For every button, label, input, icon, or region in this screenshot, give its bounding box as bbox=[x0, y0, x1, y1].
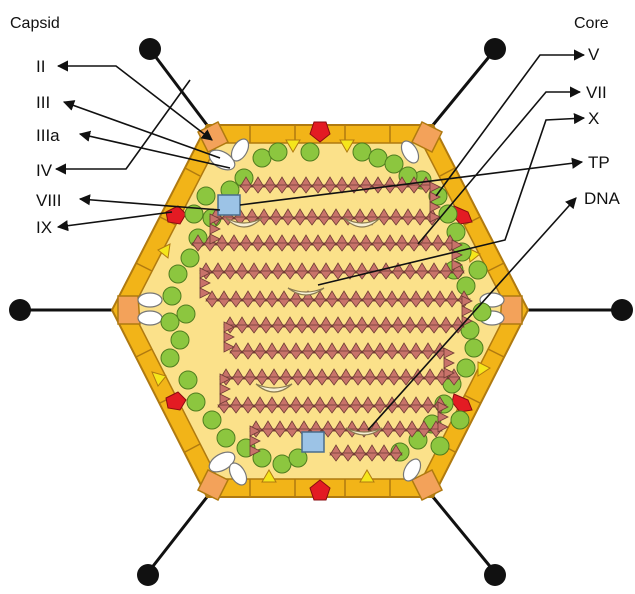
hexon-circle bbox=[181, 249, 199, 267]
hexon-circle bbox=[457, 359, 475, 377]
label-VIII: VIII bbox=[36, 191, 62, 210]
label-DNA: DNA bbox=[584, 189, 621, 208]
label-V: V bbox=[588, 45, 600, 64]
fiber-bottom-right bbox=[433, 497, 493, 570]
hexon-circle bbox=[217, 429, 235, 447]
hexon-circle bbox=[161, 349, 179, 367]
label-IV: IV bbox=[36, 161, 53, 180]
hexon-circle bbox=[161, 313, 179, 331]
hexon-circle bbox=[469, 261, 487, 279]
terminal-protein-top bbox=[218, 195, 240, 215]
label-II: II bbox=[36, 57, 45, 76]
hexon-circle bbox=[465, 339, 483, 357]
hexon-circle bbox=[169, 265, 187, 283]
label-IX: IX bbox=[36, 218, 52, 237]
hexon-circle bbox=[385, 155, 403, 173]
terminal-protein-bottom bbox=[302, 432, 324, 452]
capsid-heading: Capsid bbox=[10, 15, 60, 32]
arrow-IV bbox=[56, 80, 190, 169]
label-VII: VII bbox=[586, 83, 607, 102]
fiber-knob-top-right bbox=[484, 38, 506, 60]
hexon-circle bbox=[473, 303, 491, 321]
hexon-circle bbox=[163, 287, 181, 305]
fiber-knob-top-left bbox=[139, 38, 161, 60]
penton-left bbox=[118, 296, 140, 324]
fiber-knob-bottom-left bbox=[137, 564, 159, 586]
hexon-circle bbox=[457, 277, 475, 295]
hexon-circle bbox=[179, 371, 197, 389]
hexon-circle bbox=[203, 411, 221, 429]
hexon-circle bbox=[431, 437, 449, 455]
fiber-top-right bbox=[433, 52, 493, 125]
hexon-circle bbox=[273, 455, 291, 473]
hexon-circle bbox=[197, 187, 215, 205]
hexon-circle bbox=[269, 143, 287, 161]
fiber-knob-right bbox=[611, 299, 633, 321]
label-IIIa: IIIa bbox=[36, 126, 60, 145]
hexon-circle bbox=[171, 331, 189, 349]
hexon-circle bbox=[369, 149, 387, 167]
fiber-knob-left bbox=[9, 299, 31, 321]
hexon-circle bbox=[301, 143, 319, 161]
label-X: X bbox=[588, 109, 599, 128]
label-TP: TP bbox=[588, 153, 610, 172]
hexon-circle bbox=[451, 411, 469, 429]
hexon-circle bbox=[187, 393, 205, 411]
fiber-bottom-left bbox=[150, 497, 207, 570]
core-heading: Core bbox=[574, 15, 609, 32]
hexon-circle bbox=[353, 143, 371, 161]
fiber-knob-bottom-right bbox=[484, 564, 506, 586]
hexon-circle bbox=[253, 149, 271, 167]
hexon-circle bbox=[177, 305, 195, 323]
label-III: III bbox=[36, 93, 50, 112]
